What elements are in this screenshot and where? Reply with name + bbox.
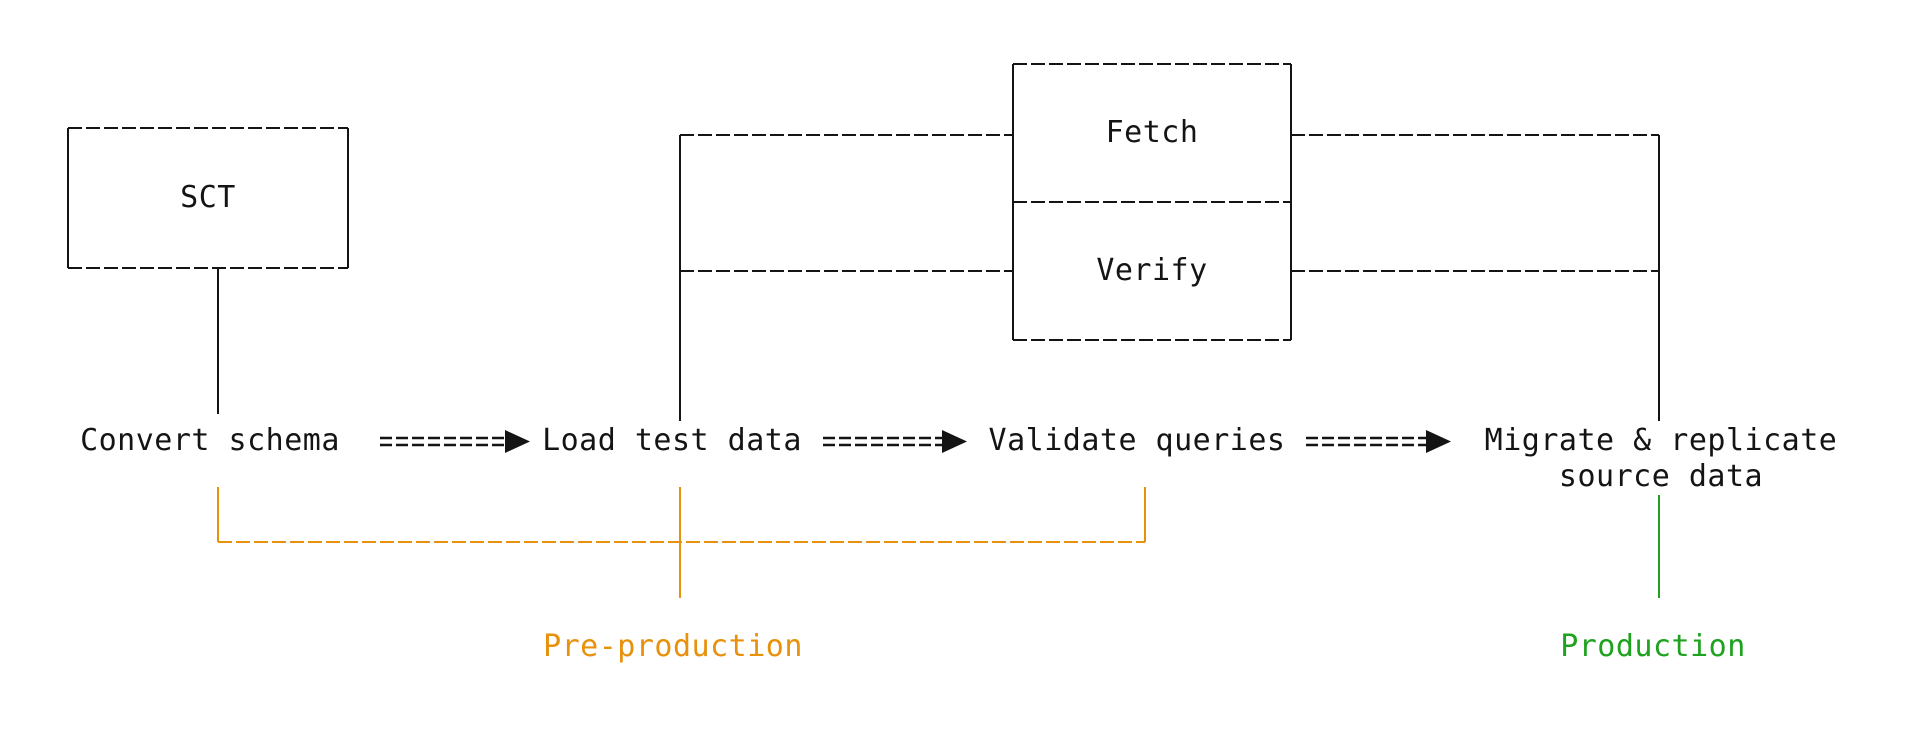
preproduction-label: Pre-production (543, 629, 803, 664)
step-migrate-replicate-line1: Migrate & replicate (1484, 423, 1838, 458)
step-convert-schema: Convert schema (80, 423, 340, 458)
arrow-load-to-validate (823, 430, 967, 453)
step-migrate-replicate-line2: source data (1558, 459, 1764, 494)
arrow-validate-to-migrate (1306, 430, 1451, 453)
production-label: Production (1560, 629, 1746, 664)
fetch-box-label: Fetch (1105, 115, 1199, 150)
fetch-verify-box (1012, 63, 1292, 341)
sct-box-label: SCT (180, 180, 236, 215)
step-validate-queries: Validate queries (988, 423, 1286, 458)
step-load-test-data: Load test data (542, 423, 802, 458)
arrow-convert-to-load (380, 430, 530, 453)
preproduction-bracket (217, 487, 1146, 598)
step-migrate-replicate: Migrate & replicate source data (1485, 423, 1838, 495)
sct-box (67, 127, 349, 269)
verify-box-label: Verify (1096, 253, 1208, 288)
